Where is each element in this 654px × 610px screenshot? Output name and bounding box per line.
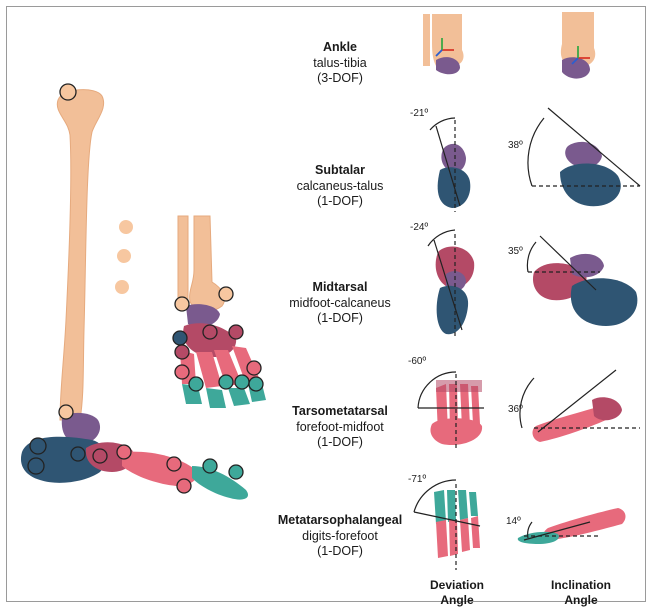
calcaneus-marker [28, 458, 44, 474]
digits-bones [518, 532, 559, 544]
joint-bones: forefoot-midfoot [250, 420, 430, 436]
joint-dof: (1-DOF) [250, 544, 430, 560]
subtalar-deviation-view [430, 118, 470, 212]
forefoot-marker [167, 457, 181, 471]
tibia-marker [119, 220, 133, 234]
joint-bones: talus-tibia [250, 56, 430, 72]
midfoot-marker [229, 325, 243, 339]
header-line: Angle [402, 593, 512, 608]
midfoot-marker [93, 449, 107, 463]
digits-marker [249, 377, 263, 391]
deviation-angle-tarsometatarsal: -60º [408, 356, 426, 367]
tibia-bone [57, 90, 103, 420]
deviation-angle-midtarsal: -24º [410, 222, 428, 233]
midfoot-bones [592, 397, 622, 420]
joint-name: Ankle [250, 40, 430, 56]
metatarsophalangeal-inclination-view [518, 508, 626, 544]
angle-arc [528, 118, 544, 186]
tibia-marker [60, 84, 76, 100]
tibia-marker [115, 280, 129, 294]
digits-marker [189, 377, 203, 391]
joint-label-metatarsophalangeal: Metatarsophalangeal digits-forefoot (1-D… [250, 513, 430, 560]
header-line: Deviation [402, 578, 512, 593]
midfoot-bones [436, 380, 482, 392]
angle-arc [527, 242, 536, 272]
joint-name: Metatarsophalangeal [250, 513, 430, 529]
header-line: Angle [526, 593, 636, 608]
forefoot-marker [117, 445, 131, 459]
angle-arc [428, 230, 455, 246]
joint-name: Tarsometatarsal [250, 404, 430, 420]
midfoot-marker [175, 345, 189, 359]
calcaneus-marker [173, 331, 187, 345]
ankle-marker [59, 405, 73, 419]
deviation-angle-header: Deviation Angle [402, 578, 512, 608]
midfoot-marker [203, 325, 217, 339]
forefoot-marker [175, 365, 189, 379]
joint-bones: digits-forefoot [250, 529, 430, 545]
joint-name: Midtarsal [250, 280, 430, 296]
fibula-bone [178, 216, 188, 306]
midtarsal-inclination-view [527, 236, 637, 326]
calcaneus-bone [437, 286, 469, 335]
joint-name: Subtalar [250, 163, 430, 179]
calcaneus-bone [560, 163, 621, 206]
joint-dof: (1-DOF) [250, 194, 430, 210]
angle-arc [430, 118, 455, 130]
forefoot-marker [247, 361, 261, 375]
joint-dof: (1-DOF) [250, 311, 430, 327]
joint-label-subtalar: Subtalar calcaneus-talus (1-DOF) [250, 163, 430, 210]
inclination-angle-tarsometatarsal: 36º [508, 404, 523, 415]
joint-dof: (3-DOF) [250, 71, 430, 87]
inclination-angle-midtarsal: 35º [508, 246, 523, 257]
angle-arc [520, 378, 534, 428]
ankle-marker [219, 287, 233, 301]
digits-marker [229, 465, 243, 479]
subtalar-inclination-view [528, 108, 640, 206]
forefoot-bones [436, 516, 480, 558]
tarsometatarsal-inclination-view [520, 370, 640, 442]
joint-bones: midfoot-calcaneus [250, 296, 430, 312]
calcaneus-marker [71, 447, 85, 461]
digits-marker [219, 375, 233, 389]
joint-dof: (1-DOF) [250, 435, 430, 451]
joint-label-tarsometatarsal: Tarsometatarsal forefoot-midfoot (1-DOF) [250, 404, 430, 451]
digits-marker [235, 375, 249, 389]
tibia-marker [117, 249, 131, 263]
midtarsal-deviation-view [428, 230, 474, 338]
deviation-angle-subtalar: -21º [410, 108, 428, 119]
joint-label-ankle: Ankle talus-tibia (3-DOF) [250, 40, 430, 87]
header-line: Inclination [526, 578, 636, 593]
talus-bone [570, 254, 604, 277]
digits-marker [203, 459, 217, 473]
joint-label-midtarsal: Midtarsal midfoot-calcaneus (1-DOF) [250, 280, 430, 327]
ankle-inclination-view [561, 12, 595, 79]
calcaneus-bone [571, 278, 638, 326]
deviation-angle-metatarsophalangeal: -71º [408, 474, 426, 485]
joint-bones: calcaneus-talus [250, 179, 430, 195]
ankle-marker [175, 297, 189, 311]
inclination-angle-header: Inclination Angle [526, 578, 636, 608]
forefoot-marker [177, 479, 191, 493]
inclination-angle-metatarsophalangeal: 14º [506, 516, 521, 527]
inclination-angle-subtalar: 38º [508, 140, 523, 151]
calcaneus-marker [30, 438, 46, 454]
